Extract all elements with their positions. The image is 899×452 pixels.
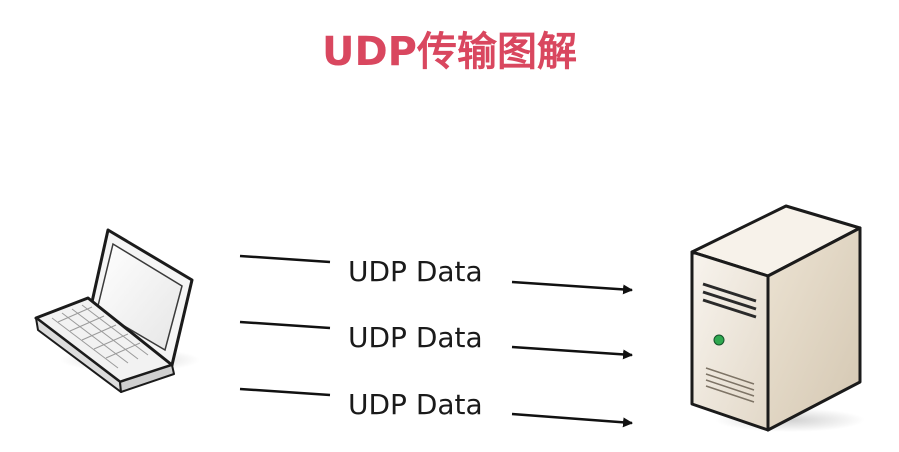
packet-row: UDP Data — [239, 387, 633, 428]
packet-line-left — [239, 254, 331, 264]
packet-arrow — [511, 345, 633, 360]
packet-row: UDP Data — [239, 320, 633, 360]
server-tower-icon — [690, 204, 865, 432]
packet-label: UDP Data — [348, 321, 483, 354]
packet-arrow — [511, 412, 633, 428]
packet-row: UDP Data — [239, 254, 633, 295]
packet-line-left — [239, 320, 331, 330]
power-led-icon — [713, 334, 725, 346]
packet-line-left — [239, 387, 331, 397]
diagram-title: UDP传输图解 — [322, 29, 577, 75]
packet-label: UDP Data — [348, 388, 483, 421]
packet-arrow — [511, 280, 633, 295]
packet-label: UDP Data — [348, 255, 483, 288]
laptop-icon — [34, 228, 200, 393]
